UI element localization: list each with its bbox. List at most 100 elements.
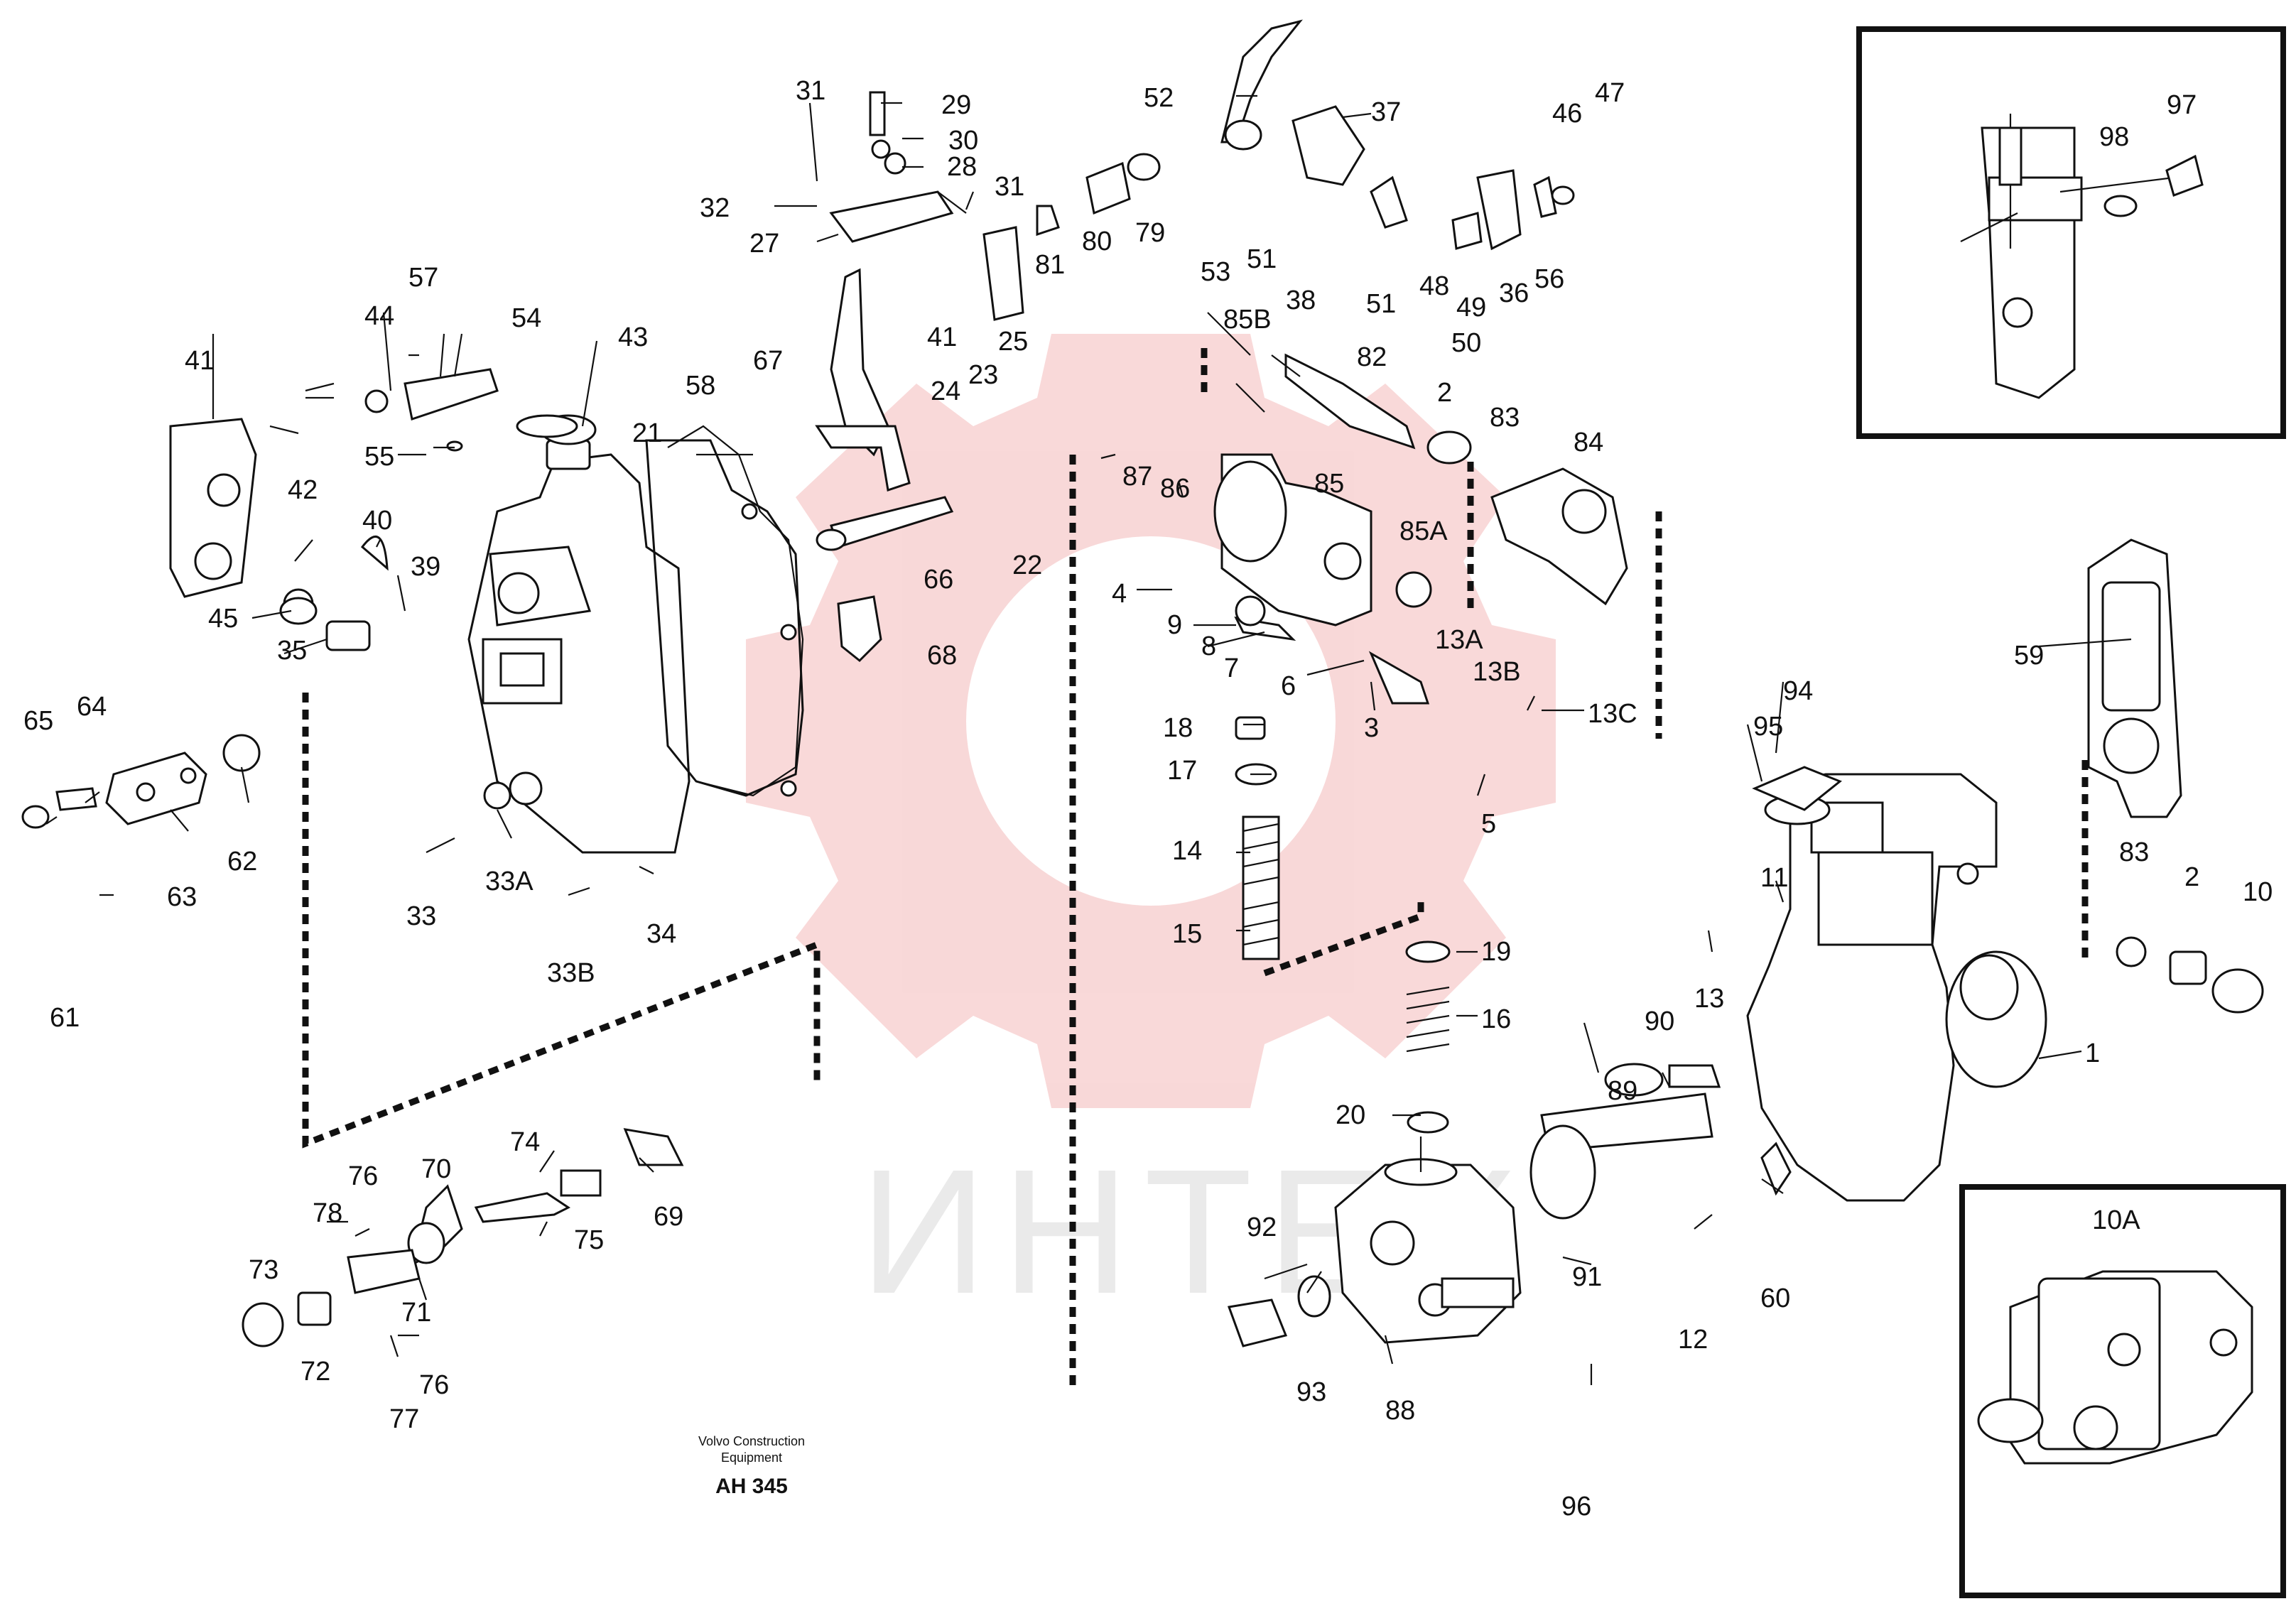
label-80: 80 <box>1082 227 1112 256</box>
part-63-plate <box>105 752 207 825</box>
label-35: 35 <box>277 636 307 666</box>
parts-89-91 <box>1529 1063 1721 1220</box>
label-78: 78 <box>313 1198 342 1228</box>
label-13a: 13A <box>1435 625 1483 655</box>
label-40: 40 <box>362 506 392 536</box>
label-2: 2 <box>1437 378 1452 408</box>
label-55: 55 <box>364 442 394 472</box>
inset-label-97: 97 <box>2167 90 2197 120</box>
label-3: 3 <box>1364 713 1379 743</box>
label-95: 95 <box>1753 712 1783 742</box>
label-24: 24 <box>931 376 960 406</box>
label-59: 59 <box>2014 641 2044 671</box>
part-number-labels: 1 2 2 3 4 5 6 7 8 9 10 11 12 13 13A 13B … <box>23 76 2273 1522</box>
label-74: 74 <box>510 1127 540 1157</box>
label-79: 79 <box>1135 218 1165 248</box>
label-13c: 13C <box>1588 699 1637 729</box>
label-66: 66 <box>924 565 953 595</box>
label-51b: 51 <box>1366 289 1396 319</box>
label-25: 25 <box>998 327 1028 357</box>
label-88: 88 <box>1385 1396 1415 1426</box>
label-31b: 31 <box>995 172 1024 202</box>
label-39: 39 <box>411 552 440 582</box>
label-10: 10 <box>2243 877 2273 907</box>
label-83b: 83 <box>2119 837 2149 867</box>
label-94: 94 <box>1783 676 1813 706</box>
label-14: 14 <box>1172 836 1202 866</box>
label-67: 67 <box>753 346 783 376</box>
label-71: 71 <box>401 1298 431 1328</box>
label-62: 62 <box>227 847 257 877</box>
label-69: 69 <box>654 1202 683 1232</box>
part-88-hub <box>1227 1137 1522 1347</box>
label-33b: 33B <box>547 958 595 988</box>
label-76b: 76 <box>419 1370 449 1400</box>
lever-assembly <box>815 268 954 663</box>
label-32: 32 <box>700 193 730 223</box>
caption-manufacturer-line1: Volvo Construction <box>698 1434 805 1448</box>
drawing-caption: Volvo Construction Equipment AH 345 <box>698 1434 805 1498</box>
inset-label-98: 98 <box>2099 122 2129 152</box>
label-91: 91 <box>1572 1262 1602 1292</box>
lower-left-parts <box>242 1128 684 1347</box>
part-1-pump-body <box>1746 773 2047 1202</box>
label-37: 37 <box>1371 97 1401 127</box>
label-50: 50 <box>1451 328 1481 358</box>
label-9: 9 <box>1167 610 1182 640</box>
label-42: 42 <box>288 475 318 505</box>
label-48: 48 <box>1419 271 1449 301</box>
part-41-bracket <box>169 418 314 619</box>
label-33: 33 <box>406 901 436 931</box>
caption-drawing-code: AH 345 <box>715 1475 788 1498</box>
center-assembly <box>1213 353 1628 1134</box>
label-18: 18 <box>1163 713 1193 743</box>
label-85: 85 <box>1314 469 1344 499</box>
label-30: 30 <box>948 126 978 156</box>
label-21: 21 <box>632 418 662 448</box>
label-17: 17 <box>1167 756 1197 786</box>
fasteners-and-small-parts <box>21 368 578 829</box>
label-44: 44 <box>364 301 394 331</box>
inset-detail-frame: 97 98 <box>1856 26 2286 439</box>
label-11: 11 <box>1760 863 1788 893</box>
label-54: 54 <box>511 303 541 333</box>
caption-manufacturer-line2: Equipment <box>721 1450 782 1465</box>
label-33a: 33A <box>485 867 534 896</box>
label-45: 45 <box>208 604 238 634</box>
label-52: 52 <box>1144 83 1174 113</box>
linkage-parts-top <box>1220 19 1575 251</box>
label-86: 86 <box>1160 474 1190 504</box>
label-15: 15 <box>1172 919 1202 949</box>
label-8: 8 <box>1201 631 1216 661</box>
label-84: 84 <box>1574 428 1603 457</box>
label-82: 82 <box>1357 342 1387 372</box>
inset-10a-frame: 10A <box>1959 1184 2286 1598</box>
label-63: 63 <box>167 882 197 912</box>
label-73: 73 <box>249 1255 278 1285</box>
label-60: 60 <box>1760 1284 1790 1313</box>
label-90: 90 <box>1645 1007 1674 1036</box>
label-19: 19 <box>1481 937 1511 967</box>
label-16: 16 <box>1481 1004 1511 1034</box>
inset-10a-title: 10A <box>2092 1205 2140 1235</box>
label-7: 7 <box>1224 653 1239 683</box>
label-28: 28 <box>947 152 977 182</box>
right-side-parts <box>1752 766 2264 1196</box>
label-49: 49 <box>1456 293 1486 322</box>
label-58: 58 <box>686 371 715 401</box>
label-72: 72 <box>300 1357 330 1387</box>
label-41: 41 <box>185 346 215 376</box>
label-93: 93 <box>1296 1377 1326 1407</box>
label-20: 20 <box>1336 1100 1365 1130</box>
label-76a: 76 <box>348 1161 378 1191</box>
label-47: 47 <box>1595 78 1625 108</box>
assembly-dash-lines <box>302 348 2089 1385</box>
label-96: 96 <box>1561 1492 1591 1522</box>
label-5: 5 <box>1481 809 1496 839</box>
part-58-gasket <box>667 425 804 797</box>
label-87: 87 <box>1122 462 1152 492</box>
label-4: 4 <box>1112 579 1127 609</box>
label-81: 81 <box>1035 250 1065 280</box>
label-38: 38 <box>1286 286 1316 315</box>
part-27-bracket <box>829 91 1161 321</box>
